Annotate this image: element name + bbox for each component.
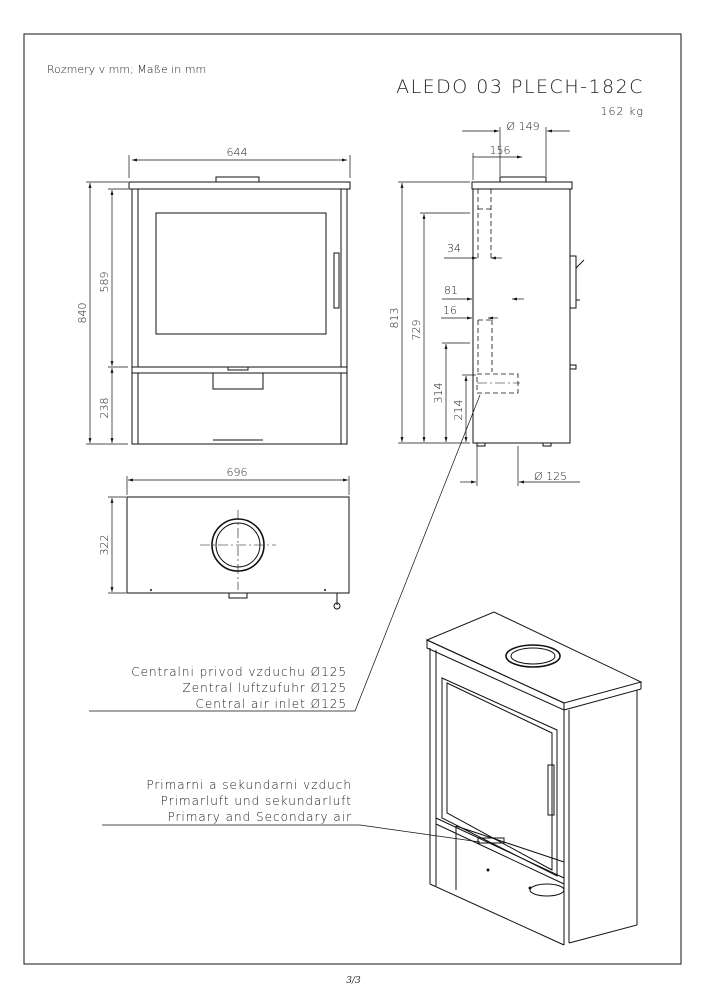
central-air-de: Zentral luftzufuhr Ø125 bbox=[183, 681, 347, 695]
central-air-en: Central air inlet Ø125 bbox=[196, 697, 347, 711]
dim-side-inlet-center: 214 bbox=[452, 400, 465, 421]
front-view bbox=[128, 176, 351, 445]
dim-side-total-height: 813 bbox=[388, 308, 401, 329]
side-view bbox=[471, 176, 585, 447]
leader-primary-air bbox=[102, 824, 481, 843]
model-title: ALEDO 03 PLECH-182C bbox=[396, 76, 644, 98]
dim-side-inner-height: 729 bbox=[410, 320, 423, 341]
dim-flue-diameter: Ø 149 bbox=[506, 120, 539, 133]
dim-side-81: 81 bbox=[444, 284, 458, 297]
weight-label: 162 kg bbox=[601, 105, 644, 118]
dim-side-16: 16 bbox=[443, 304, 457, 317]
dim-side-inlet-height: 314 bbox=[432, 383, 445, 404]
top-dimensions: 696 322 bbox=[98, 466, 350, 594]
front-dimensions: 644 840 589 238 bbox=[76, 146, 351, 445]
dim-front-total-height: 840 bbox=[76, 303, 89, 324]
side-dimensions: Ø 149 156 813 729 314 214 34 81 16 Ø 12 bbox=[388, 120, 580, 486]
dim-top-width: 696 bbox=[227, 466, 248, 479]
primary-air-en: Primary and Secondary air bbox=[167, 810, 352, 824]
dim-flue-offset: 156 bbox=[490, 144, 511, 157]
central-air-annotation: Centralni privod vzduchu Ø125 Zentral lu… bbox=[131, 665, 347, 711]
isometric-view bbox=[425, 611, 643, 946]
central-air-cz: Centralni privod vzduchu Ø125 bbox=[131, 665, 347, 679]
primary-air-cz: Primarni a sekundarni vzduch bbox=[146, 778, 352, 792]
primary-air-de: Primarluft und sekundarluft bbox=[161, 794, 352, 808]
top-view bbox=[126, 496, 350, 610]
dim-front-width: 644 bbox=[227, 146, 248, 159]
dim-inlet-diameter: Ø 125 bbox=[534, 470, 567, 483]
leader-central-air bbox=[89, 394, 481, 712]
units-note: Rozmery v mm; Maße in mm bbox=[47, 63, 206, 76]
dim-top-depth: 322 bbox=[98, 535, 111, 556]
primary-air-annotation: Primarni a sekundarni vzduch Primarluft … bbox=[146, 778, 352, 824]
dim-front-base-height: 238 bbox=[98, 398, 111, 419]
page-number: 3/3 bbox=[346, 976, 361, 986]
dim-front-door-height: 589 bbox=[98, 272, 111, 293]
dim-side-34: 34 bbox=[447, 242, 461, 255]
drawing-border bbox=[23, 33, 682, 965]
